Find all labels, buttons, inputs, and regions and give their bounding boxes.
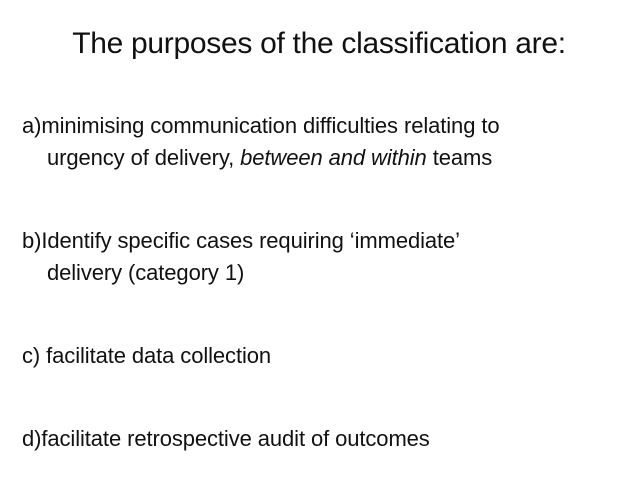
item-a-label: a) — [22, 113, 42, 138]
list-item-a: a)minimising communication difficulties … — [22, 110, 626, 174]
item-b-line1: Identify specific cases requiring ‘immed… — [41, 228, 460, 253]
item-d-label: d) — [22, 426, 42, 451]
item-a-line2-italic: between and within — [240, 145, 427, 170]
list-item-c: c) facilitate data collection — [22, 340, 626, 372]
slide-title: The purposes of the classification are: — [72, 27, 566, 60]
item-d-line1: facilitate retrospective audit of outcom… — [41, 426, 430, 451]
item-b-line2-pre: delivery (category 1) — [47, 260, 245, 285]
item-a-line2-pre: urgency of delivery, — [47, 145, 241, 170]
item-a-line2-post: teams — [426, 145, 493, 170]
bullet-list: a)minimising communication difficulties … — [0, 110, 638, 455]
item-c-line1: facilitate data collection — [40, 343, 272, 368]
list-item-b: b)Identify specific cases requiring ‘imm… — [22, 225, 626, 289]
item-a-line1: minimising communication difficulties re… — [41, 113, 500, 138]
list-item-d: d)facilitate retrospective audit of outc… — [22, 423, 626, 455]
item-c-label: c) — [22, 343, 41, 368]
item-b-label: b) — [22, 228, 42, 253]
